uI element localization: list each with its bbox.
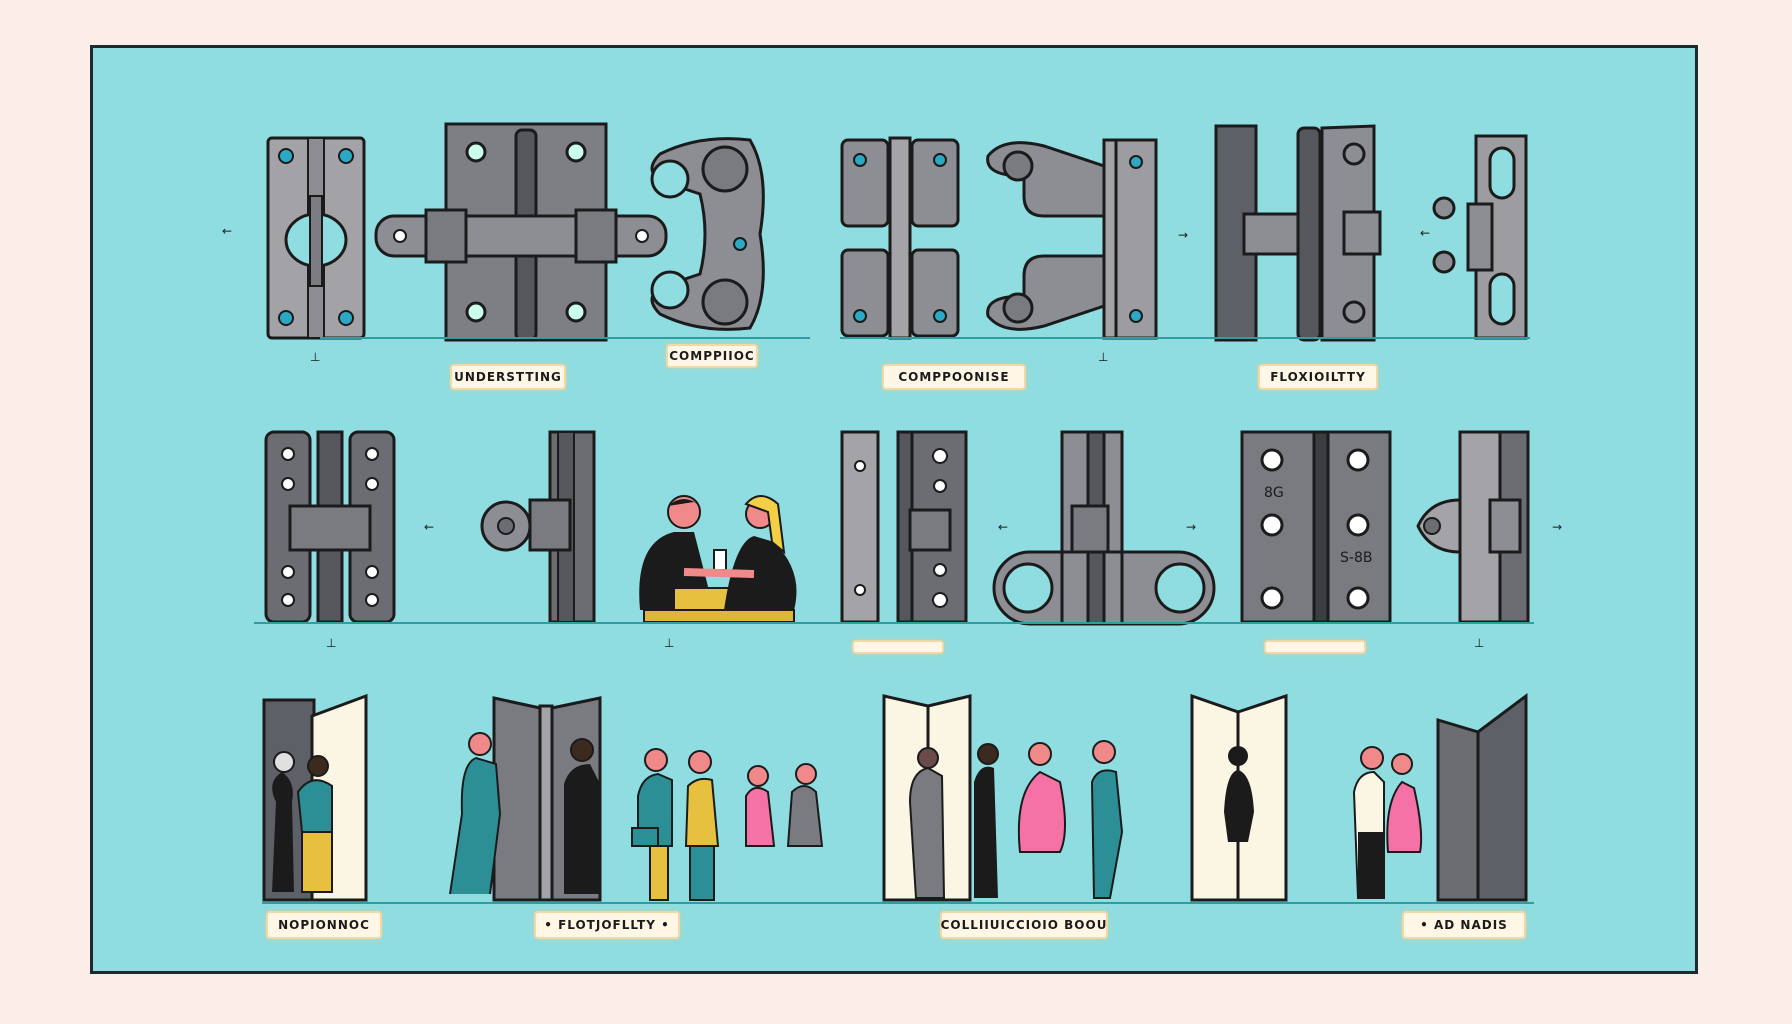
baseline: [320, 337, 810, 339]
arrow-icon: →: [1178, 228, 1189, 242]
arrow-icon: ←: [424, 520, 435, 534]
hinge-icon: [1432, 134, 1528, 340]
label-floxioiltty: FLOXIOILTTY: [1258, 364, 1378, 390]
arrow-icon: ←: [222, 224, 233, 238]
arrow-icon: ←: [998, 520, 1009, 534]
hinge-icon: [266, 136, 366, 340]
label-nopionnoc: NOPIONNOC: [266, 911, 382, 939]
hinge-icon: [374, 122, 668, 342]
hinge-icon: [1416, 430, 1530, 624]
hinge-icon: [264, 430, 396, 624]
baseline: [254, 622, 1534, 624]
arrow-icon: →: [1186, 520, 1197, 534]
arrow-icon: →: [1552, 520, 1563, 534]
label-understting: UNDERSTTING: [450, 364, 566, 390]
arrow-icon: ←: [1420, 226, 1431, 240]
svg-text:S-8B: S-8B: [1340, 550, 1372, 566]
label-comppiioc: COMPPIIOC: [666, 344, 758, 368]
door-scene: [1190, 693, 1288, 902]
label-comppoonise: COMPPOONISE: [882, 364, 1026, 390]
tick-mark: ⊥: [310, 350, 321, 364]
hinge-icon: [840, 136, 960, 340]
hinge-icon: [986, 138, 1158, 340]
label-ad-nadis: • AD NADIS: [1402, 911, 1526, 939]
svg-text:8G: 8G: [1264, 485, 1284, 501]
hinge-icon: [1214, 124, 1382, 342]
label-flotjoflty: • FLOTJOFLLTY •: [534, 911, 680, 939]
tick-mark: ⊥: [1098, 350, 1109, 364]
baseline: [262, 902, 1534, 904]
label-blank: [1264, 640, 1366, 654]
tick-mark: ⊥: [664, 636, 675, 650]
hinge-icon: [840, 430, 968, 624]
door-scene: [449, 696, 602, 902]
label-colliiuiccioio-boou: COLLIIUICCIOIO BOOU: [940, 911, 1108, 939]
baseline: [840, 337, 1530, 339]
tick-mark: ⊥: [326, 636, 337, 650]
door-scene: [882, 694, 1124, 902]
hinge-icon: 8G S-8B: [1240, 430, 1392, 624]
tick-mark: ⊥: [1474, 636, 1485, 650]
door-scene: [262, 693, 368, 902]
label-blank: [852, 640, 944, 654]
door-scene: [1352, 693, 1528, 902]
people-group: [631, 748, 824, 901]
couple-at-table: [639, 495, 797, 623]
hinge-icon: [650, 137, 765, 331]
hinge-icon: [992, 430, 1216, 626]
hinge-icon: [480, 430, 596, 624]
